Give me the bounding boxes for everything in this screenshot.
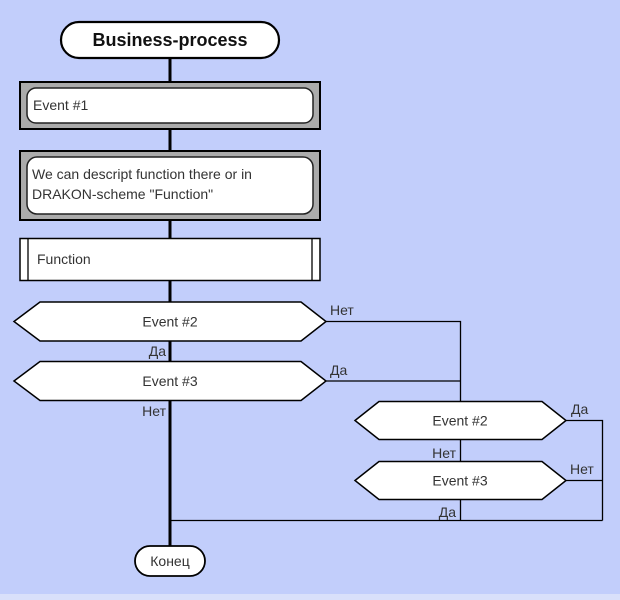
yes-label-right-q2: Да <box>439 504 456 520</box>
event1-label: Event #1 <box>33 97 88 113</box>
no-label-right-q2: Нет <box>570 461 594 477</box>
question-left-event2[interactable] <box>12 301 328 342</box>
function-node[interactable] <box>19 237 321 282</box>
end-node-label: Конец <box>150 553 189 569</box>
function-label: Function <box>37 251 91 267</box>
comment-line1: We can descript function there or in <box>32 166 252 182</box>
event1-card[interactable] <box>26 87 314 124</box>
question-left-event2-label: Event #2 <box>142 314 197 330</box>
start-node-label: Business-process <box>92 30 247 50</box>
end-node[interactable] <box>134 545 206 577</box>
question-left-event3-label: Event #3 <box>142 373 197 389</box>
question-right-event2-label: Event #2 <box>432 413 487 429</box>
comment-line2: DRAKON-scheme "Function" <box>32 186 213 202</box>
yes-branch-line-right-q1 <box>566 419 604 521</box>
question-left-event3[interactable] <box>12 360 328 402</box>
no-label-left-q2: Нет <box>142 403 166 419</box>
no-label-right-q1: Нет <box>432 445 456 461</box>
yes-label-right-q1: Да <box>571 401 588 417</box>
yes-label-left-q1: Да <box>149 343 166 359</box>
comment-card[interactable] <box>26 156 314 215</box>
yes-label-left-q2: Да <box>330 362 347 378</box>
no-label-left-q1: Нет <box>330 302 354 318</box>
bottom-strip <box>0 594 620 600</box>
question-right-event3-label: Event #3 <box>432 473 487 489</box>
question-right-event2[interactable] <box>353 400 568 441</box>
start-node[interactable] <box>59 20 281 60</box>
question-right-event3[interactable] <box>353 460 568 501</box>
no-branch-line-left-q1 <box>326 320 462 402</box>
